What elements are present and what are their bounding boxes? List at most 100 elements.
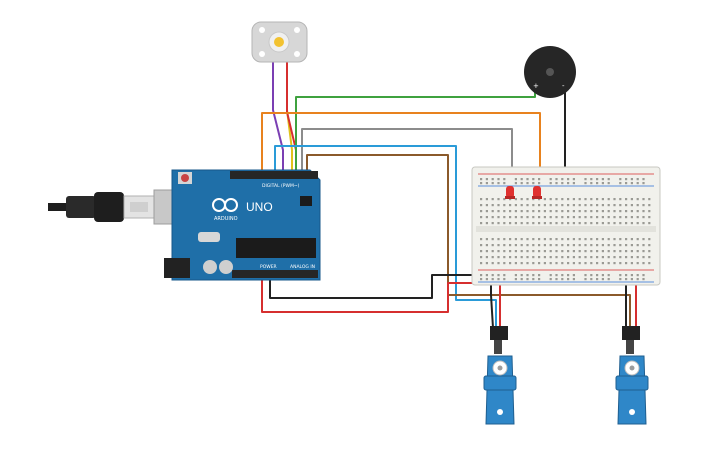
breadboard-hole[interactable] — [567, 210, 570, 213]
breadboard-hole[interactable] — [497, 244, 500, 247]
breadboard-hole[interactable] — [532, 182, 535, 185]
breadboard-hole[interactable] — [607, 262, 610, 265]
breadboard-hole[interactable] — [561, 244, 564, 247]
breadboard-hole[interactable] — [567, 182, 570, 185]
breadboard-hole[interactable] — [491, 274, 494, 277]
breadboard-hole[interactable] — [485, 182, 488, 185]
breadboard-hole[interactable] — [555, 222, 558, 225]
breadboard-hole[interactable] — [607, 250, 610, 253]
breadboard-hole[interactable] — [497, 274, 500, 277]
breadboard-hole[interactable] — [630, 198, 633, 201]
breadboard-hole[interactable] — [538, 216, 541, 219]
breadboard-hole[interactable] — [567, 244, 570, 247]
breadboard-hole[interactable] — [514, 204, 517, 207]
breadboard-hole[interactable] — [642, 262, 645, 265]
breadboard-hole[interactable] — [625, 238, 628, 241]
breadboard-hole[interactable] — [549, 250, 552, 253]
breadboard-hole[interactable] — [543, 210, 546, 213]
breadboard-hole[interactable] — [572, 278, 575, 281]
breadboard-hole[interactable] — [520, 250, 523, 253]
breadboard-hole[interactable] — [601, 278, 604, 281]
breadboard-hole[interactable] — [555, 182, 558, 185]
breadboard-hole[interactable] — [503, 178, 506, 181]
breadboard-hole[interactable] — [480, 244, 483, 247]
breadboard-hole[interactable] — [532, 216, 535, 219]
breadboard-hole[interactable] — [532, 244, 535, 247]
breadboard-hole[interactable] — [561, 250, 564, 253]
breadboard-hole[interactable] — [555, 198, 558, 201]
breadboard-hole[interactable] — [625, 256, 628, 259]
breadboard-hole[interactable] — [549, 278, 552, 281]
breadboard-hole[interactable] — [485, 262, 488, 265]
breadboard-hole[interactable] — [514, 250, 517, 253]
led-icon[interactable] — [532, 186, 542, 199]
breadboard-hole[interactable] — [480, 216, 483, 219]
breadboard-hole[interactable] — [607, 182, 610, 185]
breadboard-hole[interactable] — [625, 244, 628, 247]
breadboard-hole[interactable] — [491, 182, 494, 185]
dc-motor-icon[interactable] — [251, 21, 308, 63]
breadboard-hole[interactable] — [509, 204, 512, 207]
breadboard-hole[interactable] — [642, 178, 645, 181]
breadboard-hole[interactable] — [497, 178, 500, 181]
breadboard-hole[interactable] — [636, 216, 639, 219]
breadboard-hole[interactable] — [497, 278, 500, 281]
led-icon[interactable] — [505, 186, 515, 199]
breadboard-hole[interactable] — [526, 210, 529, 213]
breadboard-hole[interactable] — [625, 274, 628, 277]
breadboard-hole[interactable] — [549, 178, 552, 181]
breadboard-hole[interactable] — [561, 222, 564, 225]
breadboard-hole[interactable] — [520, 278, 523, 281]
breadboard-hole[interactable] — [543, 198, 546, 201]
breadboard-hole[interactable] — [648, 204, 651, 207]
breadboard-hole[interactable] — [625, 182, 628, 185]
breadboard-hole[interactable] — [538, 210, 541, 213]
breadboard-hole[interactable] — [596, 256, 599, 259]
breadboard-hole[interactable] — [491, 250, 494, 253]
breadboard-hole[interactable] — [480, 262, 483, 265]
breadboard-hole[interactable] — [619, 250, 622, 253]
breadboard-hole[interactable] — [590, 178, 593, 181]
breadboard-hole[interactable] — [497, 204, 500, 207]
breadboard-hole[interactable] — [625, 278, 628, 281]
servo-icon[interactable] — [615, 326, 649, 425]
breadboard-hole[interactable] — [642, 278, 645, 281]
breadboard-hole[interactable] — [601, 204, 604, 207]
breadboard-hole[interactable] — [497, 262, 500, 265]
breadboard-hole[interactable] — [497, 198, 500, 201]
breadboard-hole[interactable] — [642, 222, 645, 225]
breadboard-hole[interactable] — [497, 210, 500, 213]
breadboard-hole[interactable] — [538, 262, 541, 265]
breadboard-hole[interactable] — [480, 204, 483, 207]
breadboard-hole[interactable] — [590, 262, 593, 265]
breadboard-hole[interactable] — [555, 238, 558, 241]
breadboard-hole[interactable] — [526, 238, 529, 241]
breadboard-hole[interactable] — [625, 222, 628, 225]
breadboard-hole[interactable] — [630, 210, 633, 213]
breadboard-hole[interactable] — [549, 210, 552, 213]
breadboard-hole[interactable] — [543, 244, 546, 247]
breadboard-hole[interactable] — [480, 210, 483, 213]
breadboard-hole[interactable] — [636, 274, 639, 277]
breadboard-hole[interactable] — [630, 256, 633, 259]
breadboard-hole[interactable] — [526, 178, 529, 181]
breadboard-hole[interactable] — [642, 274, 645, 277]
breadboard-hole[interactable] — [514, 210, 517, 213]
arduino-board-icon[interactable]: UNO ARDUINO DIGITAL (PWM~) POWER ANALOG … — [164, 169, 321, 281]
breadboard-hole[interactable] — [636, 204, 639, 207]
breadboard-hole[interactable] — [636, 198, 639, 201]
breadboard-hole[interactable] — [630, 274, 633, 277]
breadboard-hole[interactable] — [526, 222, 529, 225]
breadboard-hole[interactable] — [648, 210, 651, 213]
breadboard-hole[interactable] — [648, 216, 651, 219]
breadboard-hole[interactable] — [648, 250, 651, 253]
wire-orange[interactable] — [261, 112, 541, 190]
breadboard-hole[interactable] — [555, 216, 558, 219]
breadboard-hole[interactable] — [590, 198, 593, 201]
breadboard-hole[interactable] — [630, 238, 633, 241]
breadboard-hole[interactable] — [520, 238, 523, 241]
breadboard-hole[interactable] — [509, 244, 512, 247]
breadboard-hole[interactable] — [503, 256, 506, 259]
breadboard-hole[interactable] — [648, 222, 651, 225]
breadboard-hole[interactable] — [584, 222, 587, 225]
